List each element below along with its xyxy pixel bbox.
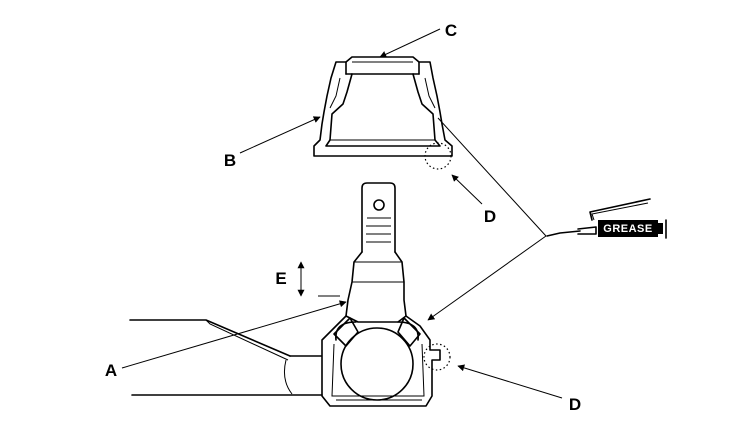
ball-stud bbox=[345, 182, 407, 317]
leader-d-upper bbox=[451, 174, 483, 205]
label-b: B bbox=[224, 151, 236, 170]
leader-d-lower bbox=[457, 364, 563, 399]
dust-boot bbox=[313, 56, 453, 157]
leader-a bbox=[121, 300, 347, 369]
grease-leader-lower bbox=[427, 235, 547, 321]
label-d-lower: D bbox=[569, 395, 581, 414]
grease-leader-upper bbox=[437, 117, 547, 237]
dotted-detail-circle-upper bbox=[424, 142, 452, 170]
stud-hole bbox=[373, 199, 385, 211]
leader-c bbox=[379, 28, 441, 58]
label-e: E bbox=[275, 269, 286, 288]
grease-label: GREASE bbox=[603, 223, 652, 235]
label-a: A bbox=[105, 361, 117, 380]
grease-gun-body bbox=[598, 220, 658, 237]
label-d-upper: D bbox=[484, 207, 496, 226]
grease-gun: GREASE bbox=[546, 198, 667, 239]
dotted-detail-circle-lower bbox=[423, 343, 451, 371]
leader-b bbox=[239, 116, 321, 154]
lower-arm bbox=[129, 315, 441, 407]
label-c: C bbox=[445, 21, 457, 40]
